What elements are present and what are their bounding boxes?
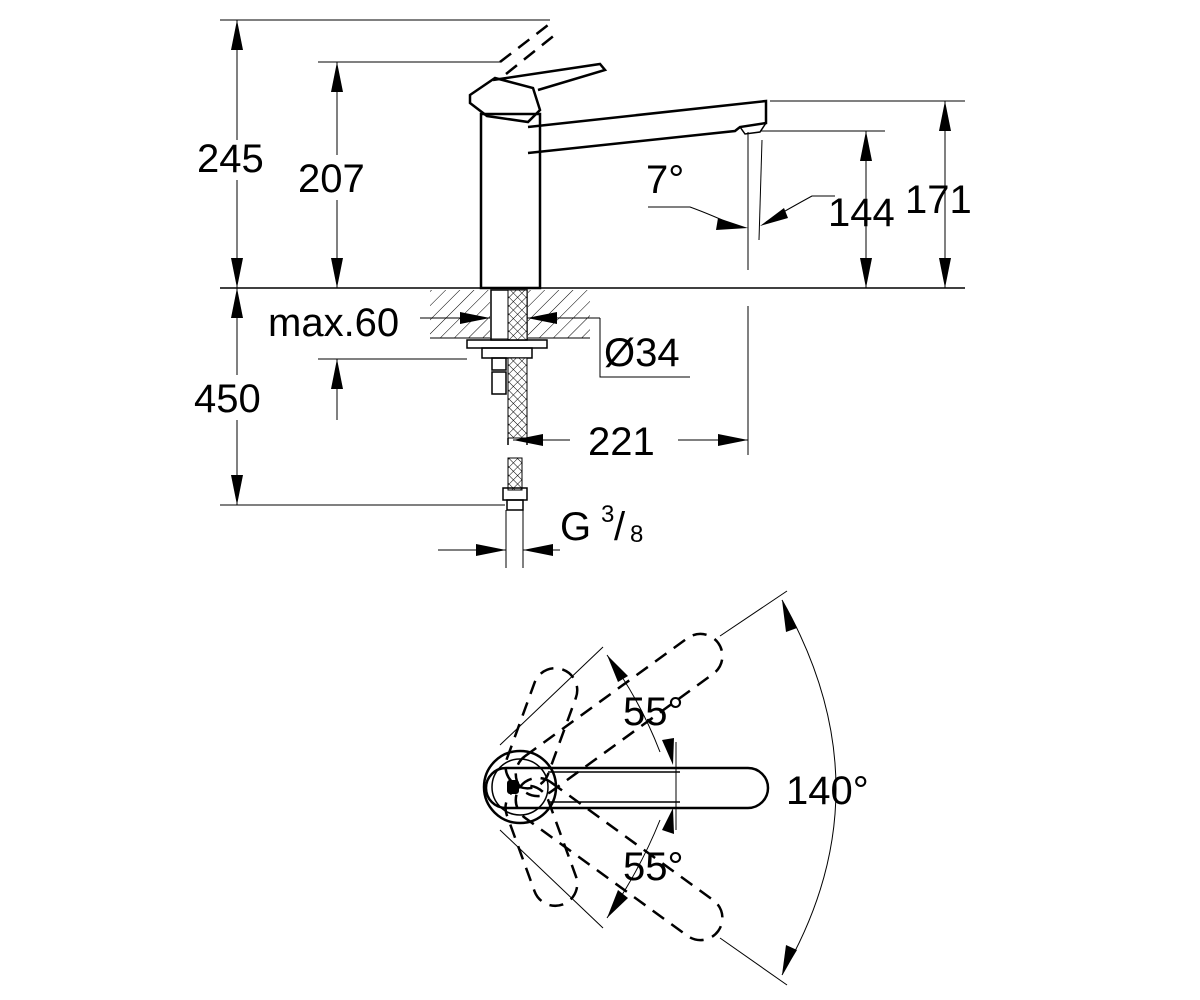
dimension-171: 171	[905, 101, 972, 288]
top-view: 55° 55° 140°	[482, 590, 869, 986]
dimension-angle-upper: 55°	[499, 646, 684, 790]
spout-height-label: 171	[905, 178, 972, 222]
dimension-spout-angle: 7°	[646, 158, 835, 230]
lower-angle-label: 55°	[623, 845, 684, 889]
upper-angle-label: 55°	[623, 690, 684, 734]
max-thickness-label: max.60	[268, 301, 399, 345]
spout-outlet-height-label: 144	[828, 191, 895, 235]
hose-length-label: 450	[194, 377, 261, 421]
dimension-angle-lower: 55°	[499, 790, 684, 929]
dimension-angle-total: 140°	[719, 590, 869, 986]
hole-diameter-label: Ø34	[604, 331, 680, 375]
lever-upper-extreme-dashed	[504, 666, 579, 790]
dimension-144: 144	[828, 131, 895, 288]
dimension-max-thickness: max.60	[268, 301, 600, 345]
thread-label: G	[560, 505, 591, 549]
thread-numerator: 3	[601, 501, 614, 528]
dimension-207: 207	[298, 62, 365, 288]
projection-label: 221	[588, 420, 655, 464]
thread-denominator: 8	[630, 521, 643, 548]
lever-lower-dashed	[514, 776, 724, 942]
dimension-thread: G 3 / 8	[438, 501, 643, 556]
side-view: 245 207 171 144	[194, 19, 972, 568]
extension-lines	[220, 19, 965, 506]
faucet-body	[468, 21, 768, 290]
dimension-221: 221	[513, 420, 748, 464]
total-angle-label: 140°	[786, 769, 869, 813]
faucet-shank	[466, 289, 548, 568]
lever-upper-dashed	[514, 632, 724, 798]
dimension-245: 245	[197, 20, 264, 288]
thread-slash: /	[614, 505, 626, 549]
lever-lower-extreme-dashed	[504, 784, 579, 908]
height-total-label: 245	[197, 137, 264, 181]
dimension-hole-diameter: Ø34	[599, 318, 690, 378]
lever-solid	[482, 749, 770, 825]
height-body-label: 207	[298, 157, 365, 201]
spout-angle-label: 7°	[646, 158, 684, 202]
dimension-450: 450	[194, 288, 343, 505]
